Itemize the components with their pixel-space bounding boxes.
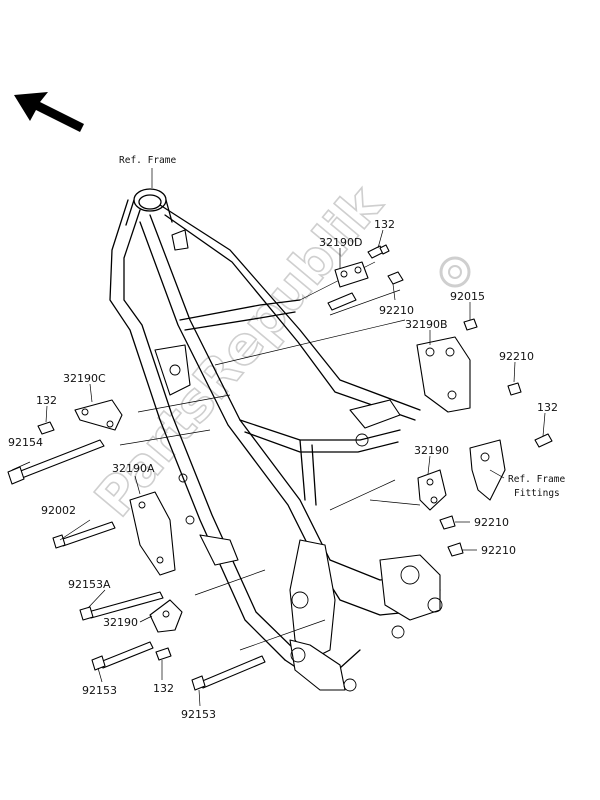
- part-label-92015: 92015: [450, 290, 485, 303]
- bracket-32190-mid: [417, 469, 447, 511]
- part-label-32190D: 32190D: [319, 236, 362, 249]
- ref-fittings-label-line1: Ref. Frame: [508, 474, 565, 485]
- part-label-32190C: 32190C: [63, 372, 106, 385]
- bolt-92153-b: [191, 655, 266, 691]
- direction-arrow-icon: [14, 92, 84, 132]
- bolt-132-left: [37, 421, 55, 435]
- part-label-92153A: 92153A: [68, 578, 111, 591]
- bolt-132-bottom: [155, 647, 172, 661]
- bracket-32190B: [416, 336, 471, 413]
- part-label-132-top: 132: [374, 218, 395, 231]
- leader-lines: [11, 168, 546, 707]
- part-label-92210-a: 92210: [379, 304, 414, 317]
- bracket-32190D: [327, 261, 369, 311]
- frame-drawing: [109, 188, 443, 692]
- bolt-92154: [7, 439, 105, 485]
- part-label-92210-d: 92210: [481, 544, 516, 557]
- bolt-92002: [52, 521, 116, 549]
- ref-fittings-label-line2: Fittings: [514, 488, 560, 499]
- part-label-132-right: 132: [537, 401, 558, 414]
- part-label-92153-a: 92153: [82, 684, 117, 697]
- nut-92210-b: [507, 382, 522, 396]
- bolt-132-right: [534, 433, 553, 448]
- part-label-92210-c: 92210: [474, 516, 509, 529]
- watermark: PartsRepublik: [83, 174, 395, 530]
- bolt-132-top: [367, 244, 390, 259]
- part-label-92002: 92002: [41, 504, 76, 517]
- nut-92210-d: [447, 542, 464, 557]
- bracket-32190-low: [149, 599, 183, 633]
- bracket-32190A: [129, 491, 176, 576]
- ref-frame-label: Ref. Frame: [119, 155, 176, 166]
- nut-92210-a: [387, 271, 404, 285]
- nut-92210-c: [439, 515, 456, 530]
- bolt-92153-a: [91, 641, 154, 671]
- part-label-32190-mid: 32190: [414, 444, 449, 457]
- part-label-32190B: 32190B: [405, 318, 448, 331]
- part-label-92153-b: 92153: [181, 708, 216, 721]
- part-label-132-left: 132: [36, 394, 57, 407]
- bracket-32190C: [74, 399, 123, 431]
- frame-fittings-bracket: [469, 439, 506, 501]
- svg-text:PartsRepublik: PartsRepublik: [84, 174, 395, 528]
- bolt-92153A: [79, 591, 164, 621]
- part-label-92210-b: 92210: [499, 350, 534, 363]
- part-label-132-bottom: 132: [153, 682, 174, 695]
- nut-92015: [463, 318, 478, 331]
- watermark-gear-icon: [439, 256, 471, 288]
- part-label-32190-low: 32190: [103, 616, 138, 629]
- part-label-32190A: 32190A: [112, 462, 155, 475]
- part-label-92154: 92154: [8, 436, 43, 449]
